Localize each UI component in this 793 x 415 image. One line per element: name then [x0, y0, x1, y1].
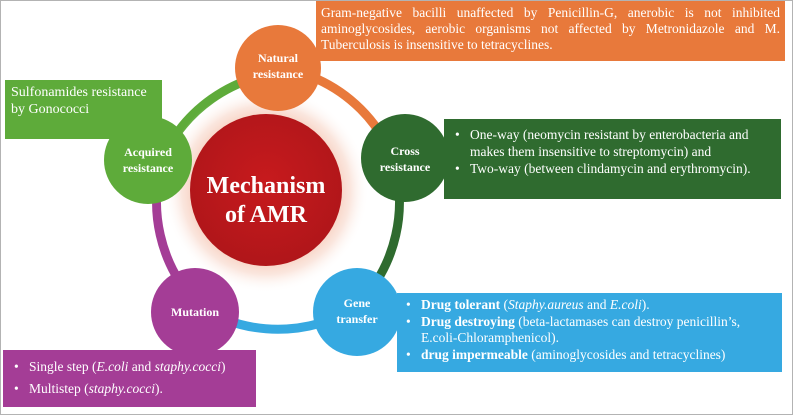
- natural-resistance-text: Gram-negative bacilli unaffected by Peni…: [321, 5, 780, 52]
- list-item: One-way (neomycin resistant by enterobac…: [455, 126, 773, 160]
- text-fragment: (aminoglycosides and tetracyclines): [527, 346, 726, 362]
- gene-transfer-list: Drug tolerant (Staphy.aureus and E.coli)…: [401, 297, 776, 363]
- organism-name: E.coli: [609, 297, 642, 312]
- cross-node-label-line1: Cross: [390, 144, 419, 158]
- natural-node-label-line1: Natural: [258, 51, 299, 65]
- text-fragment: Single step (: [29, 359, 97, 374]
- text-fragment: Multistep (: [29, 381, 89, 396]
- drug-impermeable-term: drug impermeable: [421, 346, 528, 362]
- acquired-resistance-text: Sulfonamides resistance by Gonococci: [11, 85, 147, 117]
- gene-node-label-line2: transfer: [336, 312, 378, 326]
- list-item: Drug destroying (beta-lactamases can des…: [406, 313, 776, 347]
- text-fragment: and: [583, 297, 610, 312]
- gene-transfer-node: [313, 268, 401, 356]
- cross-resistance-node: [361, 114, 449, 202]
- gene-transfer-box: Drug tolerant (Staphy.aureus and E.coli)…: [397, 293, 782, 372]
- center-title-line1: Mechanism: [207, 173, 326, 199]
- acquired-node-label-line2: resistance: [123, 161, 174, 175]
- center-title-line2: of AMR: [225, 202, 308, 228]
- acquired-node-label-line1: Acquired: [124, 145, 172, 159]
- natural-resistance-node: [235, 25, 321, 111]
- gene-node-label-line1: Gene: [344, 296, 371, 310]
- organism-name: staphy.cocci: [88, 381, 155, 396]
- center-circle: [190, 114, 342, 266]
- text-fragment: ): [220, 359, 226, 374]
- mutation-box: Single step (E.coli and staphy.cocci) Mu…: [3, 350, 256, 407]
- cross-resistance-box: One-way (neomycin resistant by enterobac…: [444, 119, 781, 199]
- list-item: Two-way (between clindamycin and erythro…: [455, 160, 773, 177]
- mutation-list: Single step (E.coli and staphy.cocci) Mu…: [9, 356, 250, 400]
- acquired-resistance-box: Sulfonamides resistance by Gonococci: [5, 80, 162, 139]
- text-fragment: (beta-lactamases can destroy penicillin’…: [421, 313, 741, 346]
- organism-name: Staphy.aureus: [507, 297, 584, 312]
- natural-node-label-line2: resistance: [253, 67, 304, 81]
- text-fragment: ).: [641, 297, 650, 312]
- cross-resistance-list: One-way (neomycin resistant by enterobac…: [450, 126, 773, 177]
- mutation-node: [151, 268, 239, 356]
- natural-resistance-box: Gram-negative bacilli unaffected by Peni…: [316, 1, 785, 61]
- list-item: Multistep (staphy.cocci).: [14, 378, 250, 400]
- text-fragment: (: [500, 297, 508, 312]
- cross-node-label-line2: resistance: [380, 160, 431, 174]
- list-item: drug impermeable (aminoglycosides and te…: [406, 346, 776, 364]
- text-fragment: and: [128, 359, 155, 374]
- list-item: Drug tolerant (Staphy.aureus and E.coli)…: [406, 297, 776, 314]
- drug-destroying-term: Drug destroying: [421, 313, 515, 329]
- organism-name: staphy.cocci: [154, 359, 221, 374]
- drug-tolerant-term: Drug tolerant: [421, 297, 501, 312]
- organism-name: E.coli: [96, 359, 129, 374]
- text-fragment: ).: [154, 381, 163, 396]
- list-item: Single step (E.coli and staphy.cocci): [14, 356, 250, 378]
- mutation-node-label: Mutation: [171, 305, 219, 319]
